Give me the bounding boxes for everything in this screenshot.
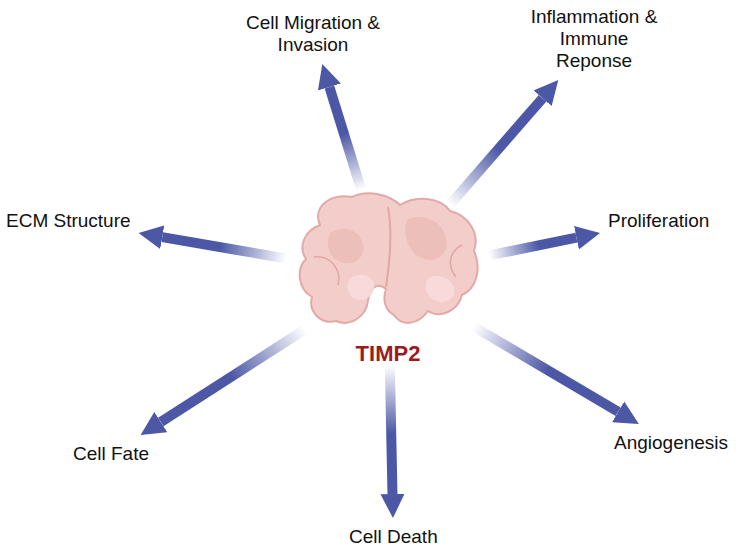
outcome-label: Angiogenesis xyxy=(614,432,728,454)
radiating-arrow xyxy=(450,98,542,204)
radiating-arrow xyxy=(162,237,286,258)
outcome-text: Angiogenesis xyxy=(614,432,728,454)
outcome-label: Cell Death xyxy=(349,526,438,548)
protein-node: TIMP2 xyxy=(290,185,486,367)
outcome-text: Cell Migration & Invasion xyxy=(243,12,383,56)
outcome-label: Cell Fate xyxy=(73,443,149,465)
outcome-text: Cell Death xyxy=(349,526,438,548)
outcome-label: Inflammation & Immune Reponse xyxy=(530,6,658,72)
radiating-arrow xyxy=(161,329,305,422)
outcome-text: ECM Structure xyxy=(6,210,131,232)
outcome-label: Cell Migration & Invasion xyxy=(243,12,383,56)
radiating-arrow xyxy=(329,87,361,190)
radiating-arrow xyxy=(489,238,576,256)
outcome-text: Inflammation & Immune Reponse xyxy=(530,6,658,72)
radiating-arrow xyxy=(474,327,619,412)
outcome-label: ECM Structure xyxy=(6,210,131,232)
outcome-label: Proliferation xyxy=(608,210,709,232)
protein-illustration xyxy=(290,185,486,335)
radiating-arrow xyxy=(390,365,393,494)
outcome-text: Cell Fate xyxy=(73,443,149,465)
protein-name: TIMP2 xyxy=(290,341,486,367)
outcome-text: Proliferation xyxy=(608,210,709,232)
